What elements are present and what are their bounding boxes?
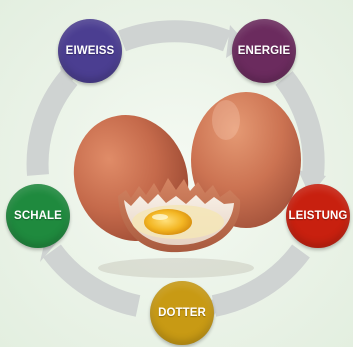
node-dotter-label: DOTTER bbox=[158, 307, 206, 319]
node-leistung[interactable]: LEISTUNG bbox=[286, 184, 350, 248]
back-egg-right bbox=[191, 92, 301, 228]
node-eiweiss[interactable]: EIWEISS bbox=[58, 19, 122, 83]
node-energie-label: ENERGIE bbox=[237, 45, 291, 57]
node-leistung-label: LEISTUNG bbox=[288, 210, 348, 222]
ring-arrows bbox=[26, 20, 325, 317]
node-energie[interactable]: ENERGIE bbox=[232, 19, 296, 83]
node-schale-label: SCHALE bbox=[14, 210, 62, 222]
egg-yolk bbox=[144, 209, 192, 235]
node-eiweiss-label: EIWEISS bbox=[65, 45, 115, 57]
node-schale[interactable]: SCHALE bbox=[6, 184, 70, 248]
node-dotter[interactable]: DOTTER bbox=[150, 281, 214, 345]
egg-illustration bbox=[73, 92, 301, 278]
